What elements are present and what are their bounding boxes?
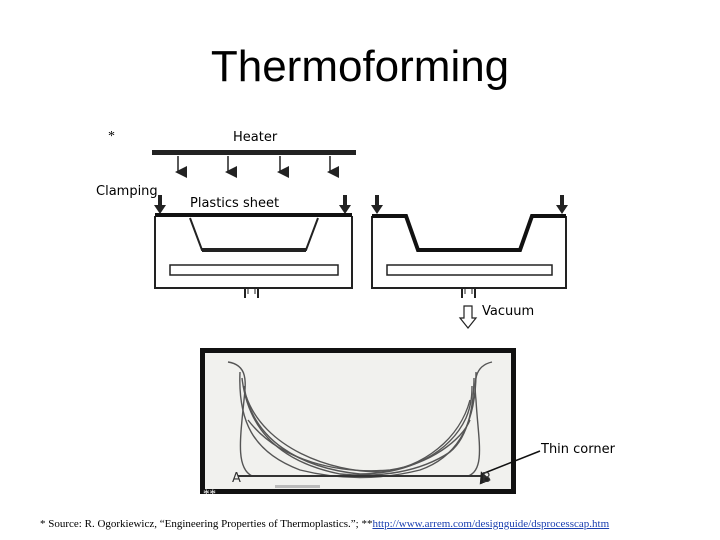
- source-link[interactable]: http://www.arrem.com/designguide/dsproce…: [372, 518, 610, 530]
- source-citation: * Source: R. Ogorkiewicz, “Engineering P…: [40, 517, 609, 531]
- plastic-sheet-formed: [372, 214, 566, 252]
- source-marker: *: [108, 129, 115, 144]
- corner-b-label: B: [482, 471, 491, 486]
- heater: [152, 150, 356, 178]
- thin-corner-pointer: [479, 450, 541, 485]
- mold-right: [371, 214, 567, 298]
- clamping-label: Clamping: [96, 184, 158, 199]
- source-text: * Source: R. Ogorkiewicz, “Engineering P…: [40, 518, 373, 530]
- plastics-sheet-label: Plastics sheet: [190, 196, 280, 211]
- photo-marker: **: [203, 486, 216, 501]
- heater-label: Heater: [233, 130, 278, 145]
- mold-left: [154, 213, 353, 298]
- clamp-arrows: [154, 195, 568, 214]
- vacuum-arrow: [458, 305, 478, 329]
- plastic-sheet-flat: [155, 213, 352, 217]
- corner-a-label: A: [232, 471, 241, 486]
- page-title: Thermoforming: [210, 42, 510, 91]
- formed-part-photo: [200, 348, 516, 494]
- vacuum-label: Vacuum: [482, 304, 535, 319]
- thin-corner-label: Thin corner: [541, 442, 615, 457]
